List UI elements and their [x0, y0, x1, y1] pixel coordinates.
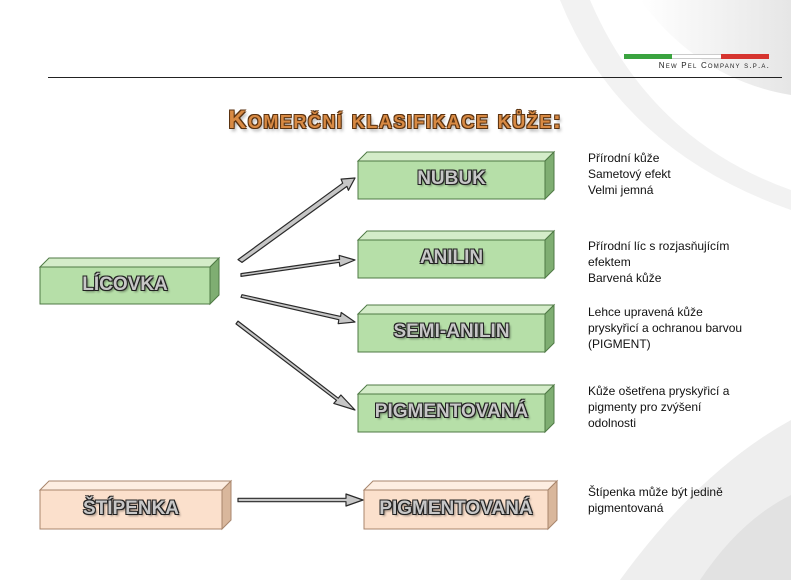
arrow-to-anilin	[240, 254, 356, 277]
description-line: efektem	[588, 255, 631, 269]
flag-white	[672, 54, 721, 59]
description-anilin: Přírodní líc s rozjasňujícím efektem Bar…	[588, 238, 729, 286]
node-pigmentovana-label: PIGMENTOVANÁ	[374, 401, 529, 422]
flag-red	[720, 54, 769, 59]
node-nubuk-shape	[356, 150, 556, 201]
arrow-to-nubuk	[237, 177, 356, 263]
node-stipenka-shape	[38, 479, 233, 531]
italian-flag-stripe	[624, 54, 769, 59]
description-line: Přírodní kůže	[588, 151, 660, 165]
header-divider	[48, 77, 782, 78]
description-line: (PIGMENT)	[588, 337, 651, 351]
description-line: pigmentovaná	[588, 501, 664, 515]
node-semi-anilin-shape	[356, 303, 556, 354]
description-line: Velmi jemná	[588, 183, 654, 197]
description-semi-anilin: Lehce upravená kůže pryskyřicí a ochrano…	[588, 304, 742, 352]
arrow-to-semi-anilin	[240, 294, 356, 325]
node-stipenka: ŠTÍPENKA	[38, 479, 233, 531]
arrow-to-stipenka-pigmentovana	[237, 493, 364, 507]
description-line: pryskyřicí a ochranou barvou	[588, 321, 743, 335]
node-anilin-shape	[356, 229, 556, 280]
node-pigmentovana: PIGMENTOVANÁ	[356, 383, 556, 434]
node-nubuk: NUBUK	[356, 150, 556, 201]
node-stipenka-label: ŠTÍPENKA	[82, 498, 180, 519]
description-line: Lehce upravená kůže	[588, 305, 703, 319]
page-title: Komerční klasifikace kůže:	[228, 106, 563, 134]
description-line: Barvená kůže	[588, 271, 662, 285]
node-anilin-label: ANILIN	[419, 247, 484, 268]
flag-green	[624, 54, 673, 59]
node-pigmentovana-shape	[356, 383, 556, 434]
description-line: Kůže ošetřena pryskyřicí a	[588, 384, 730, 398]
description-line: pigmenty pro zvýšení	[588, 400, 702, 414]
description-line: Štípenka může být jedině	[588, 485, 723, 499]
description-line: odolnosti	[588, 416, 637, 430]
node-licovka-label: LÍCOVKA	[82, 274, 168, 295]
node-semi-anilin-label: SEMI-ANILIN	[393, 321, 510, 342]
node-nubuk-label: NUBUK	[417, 168, 486, 189]
node-stipenka-pigmentovana: PIGMENTOVANÁ	[362, 479, 559, 531]
company-name: New Pel Company s.p.a.	[658, 61, 770, 70]
node-anilin: ANILIN	[356, 229, 556, 280]
arrow-to-pigmentovana	[235, 320, 356, 411]
description-line: Sametový efekt	[588, 167, 671, 181]
node-semi-anilin: SEMI-ANILIN	[356, 303, 556, 354]
description-nubuk: Přírodní kůže Sametový efekt Velmi jemná	[588, 150, 671, 198]
node-licovka: LÍCOVKA	[38, 256, 221, 306]
node-stipenka-pigmentovana-label: PIGMENTOVANÁ	[379, 498, 533, 519]
description-stipenka: Štípenka může být jedině pigmentovaná	[588, 484, 723, 516]
description-line: Přírodní líc s rozjasňujícím	[588, 239, 730, 253]
node-licovka-shape	[38, 256, 221, 306]
node-stipenka-pigmentovana-shape	[362, 479, 559, 531]
description-pigmentovana: Kůže ošetřena pryskyřicí a pigmenty pro …	[588, 383, 729, 431]
